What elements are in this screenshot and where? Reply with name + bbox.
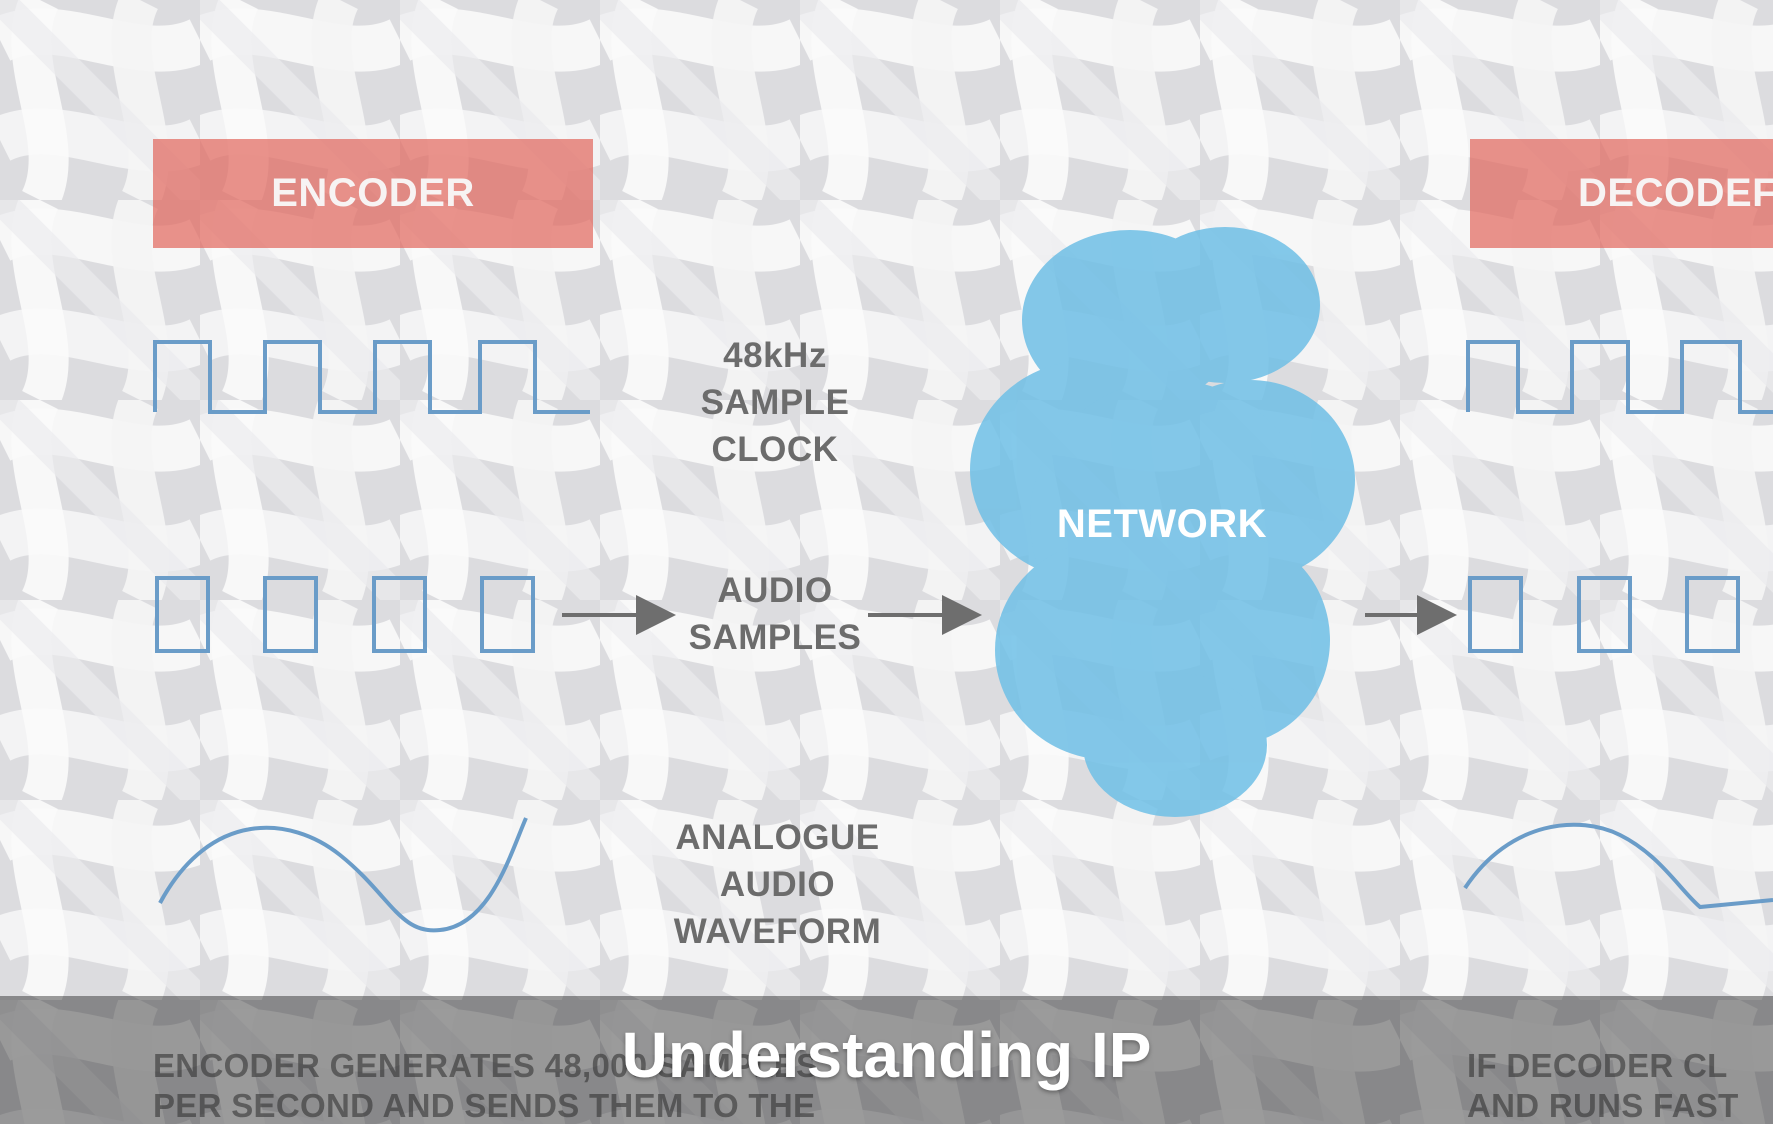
network-label: NETWORK [1056,502,1268,546]
encoder-label: ENCODER [271,171,475,215]
decoder-sample [1577,576,1632,653]
caption-right-text: IF DECODER CL AND RUNS FAST [1467,1047,1739,1124]
samples-label: AUDIO SAMPLES [688,571,862,657]
caption-left-text: ENCODER GENERATES 48,000 SAMPLES PER SEC… [153,1047,819,1124]
encoder-clock-wave [153,340,590,414]
decoder-waveform [1463,822,1773,910]
decoder-label: DECODEF [1578,171,1773,215]
encoder-box: ENCODER [153,139,593,248]
decoder-sample [1685,576,1740,653]
decoder-sample [1468,576,1523,653]
caption-bar: ENCODER GENERATES 48,000 SAMPLES PER SEC… [0,996,1773,1124]
encoder-sample [372,576,427,653]
encoder-sample [155,576,210,653]
decoder-box: DECODEF [1470,139,1773,248]
encoder-sample [480,576,535,653]
encoder-waveform [158,817,528,933]
clock-label: 48kHz SAMPLE CLOCK [700,336,850,469]
network-cloud [970,227,1355,817]
video-title: Understanding IP [621,1019,1152,1091]
decoder-clock-wave [1466,340,1773,414]
encoder-sample [263,576,318,653]
waveform-label: ANALOGUE AUDIO WAVEFORM [673,818,882,951]
